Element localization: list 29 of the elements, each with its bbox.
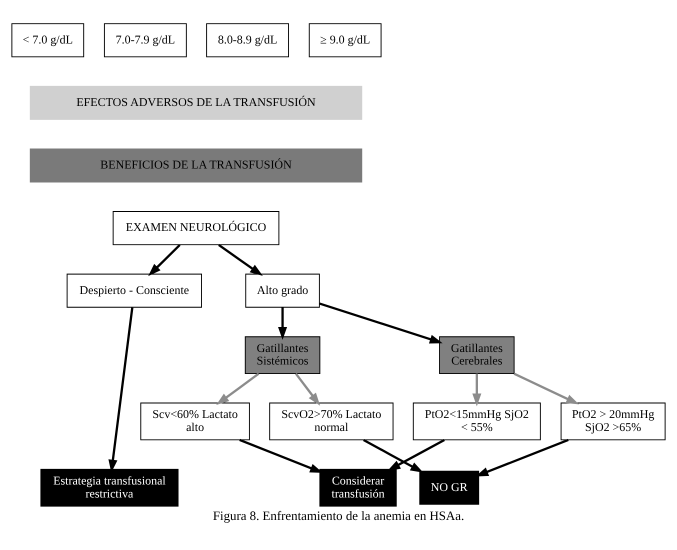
node-box: NO GR — [419, 470, 480, 504]
node-box: Despierto - Consciente — [66, 273, 202, 308]
arrow — [472, 373, 482, 406]
arrow — [514, 372, 580, 404]
arrow — [278, 306, 288, 340]
arrow — [148, 244, 181, 276]
arrow — [363, 438, 424, 472]
arrow — [319, 302, 443, 344]
node-box: Estrategia transfusional restrictiva — [40, 468, 179, 506]
node-box: EFECTOS ADVERSOS DE LA TRANSFUSIÓN — [30, 85, 362, 120]
node-box: < 7.0 g/dL — [11, 22, 84, 57]
node-box: 7.0-7.9 g/dL — [104, 22, 187, 57]
node-box: Alto grado — [245, 273, 320, 308]
node-box: PtO2<15mmHg SjO2 < 55% — [412, 402, 541, 440]
node-box: 8.0-8.9 g/dL — [206, 22, 289, 57]
node-box: ≥ 9.0 g/dL — [308, 22, 382, 57]
node-box: ScvO2>70% Lactato normal — [269, 402, 394, 440]
node-box: Gatillantes Sistémicos — [244, 336, 320, 374]
arrow — [218, 244, 263, 276]
arrow — [216, 372, 260, 404]
node-box: EXAMEN NEUROLÓGICO — [112, 210, 280, 245]
node-box: Scv<60% Lactato alto — [140, 402, 250, 440]
node-box: Gatillantes Cerebrales — [439, 336, 515, 374]
node-box: Considerar transfusión — [319, 468, 397, 506]
arrow — [294, 372, 320, 406]
arrow — [387, 438, 445, 470]
node-box: PtO2 > 20mmHg SjO2 >65% — [560, 402, 666, 440]
caption: Figura 8. Enfrentamiento de la anemia en HSAa. — [212, 508, 464, 523]
node-box: BENEFICIOS DE LA TRANSFUSIÓN — [30, 148, 362, 182]
